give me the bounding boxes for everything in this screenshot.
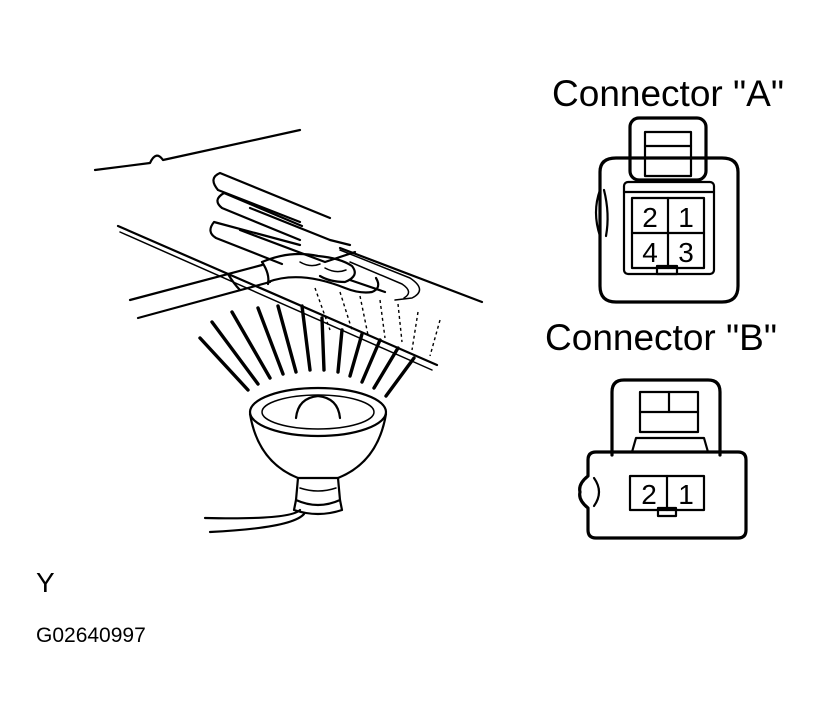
glass-edge-inner	[119, 231, 433, 371]
connector-b-title: Connector "B"	[545, 317, 777, 358]
view-label: Y	[36, 567, 55, 598]
hand	[260, 252, 387, 294]
glass-front-edge	[116, 224, 439, 367]
connector-a-latch	[628, 116, 708, 182]
connector-b-pin-1: 1	[678, 479, 694, 510]
connector-b-housing	[578, 450, 748, 540]
light-beam-dashes	[314, 287, 441, 357]
figure-id: G02640997	[36, 624, 146, 647]
connector-a: Connector "A" 2 1 4 3	[552, 73, 784, 304]
connector-a-pin-3: 3	[678, 237, 694, 268]
glass-back-edge	[338, 246, 484, 304]
tester-probe	[128, 260, 272, 320]
mirror-glass-outline	[93, 128, 302, 172]
connector-b-pin-2: 2	[641, 479, 657, 510]
light-rays	[198, 304, 416, 398]
lamp	[203, 386, 388, 534]
mirror-heater-illustration	[93, 128, 484, 534]
connector-b-key	[656, 506, 678, 518]
connector-a-pin-1: 1	[678, 202, 694, 233]
connector-b: Connector "B" 2 1	[545, 317, 777, 540]
heater-element	[209, 171, 421, 301]
connector-a-title: Connector "A"	[552, 73, 784, 114]
connector-a-key	[655, 264, 679, 276]
connector-a-housing	[598, 156, 740, 304]
connector-b-latch	[610, 378, 722, 457]
connector-a-pin-4: 4	[642, 237, 658, 268]
connector-a-pin-2: 2	[642, 202, 658, 233]
